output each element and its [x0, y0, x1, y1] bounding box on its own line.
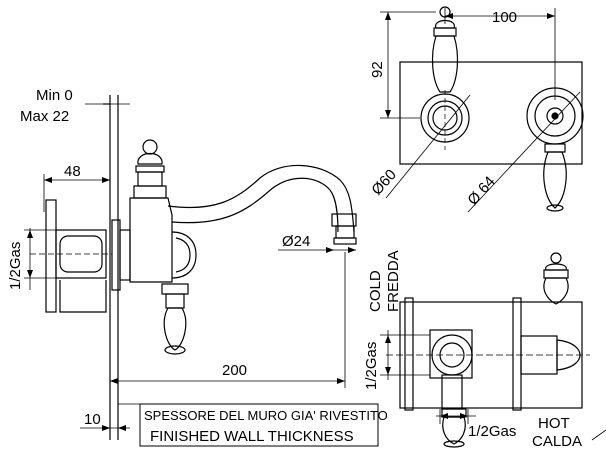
spout	[167, 164, 355, 233]
hot-inlet-label: 1/2Gas	[468, 423, 516, 440]
rosette-left-label: Ø60	[368, 166, 400, 198]
hot-pipe	[512, 297, 522, 411]
hot-label: HOT	[538, 415, 570, 432]
wall-max-label: Max 22	[20, 108, 69, 125]
body-flange	[111, 219, 121, 291]
cold-label: COLD	[367, 270, 384, 312]
top-spacing-label: 100	[492, 9, 517, 26]
rosette-right-label: Ø 64	[464, 173, 498, 209]
wall-min-label: Min 0	[36, 87, 73, 104]
side-view	[24, 95, 379, 447]
top-view	[380, 252, 606, 448]
bottom-handle	[161, 283, 189, 355]
wall-note-it: SPESSORE DEL MURO GIA' RIVESTITO	[144, 408, 388, 423]
top-height-label: 92	[369, 61, 386, 78]
front-view	[380, 6, 584, 213]
wall-note-en: FINISHED WALL THICKNESS	[150, 428, 354, 445]
top-handle	[133, 139, 167, 199]
top-view-top-handle	[543, 252, 569, 305]
cold-inlet-label: 1/2Gas	[363, 342, 380, 390]
inlet-side-label: 1/2Gas	[7, 242, 24, 290]
cold-pipe	[404, 297, 414, 411]
front-plate	[399, 61, 583, 165]
wall-offset-label: 10	[84, 411, 101, 428]
wall-plate	[45, 199, 57, 313]
plate-depth-label: 48	[64, 163, 81, 180]
front-handle-right	[543, 143, 567, 212]
aerator	[333, 237, 357, 245]
top-view-bottom-handle	[441, 408, 467, 448]
fredda-label: FREDDA	[385, 250, 402, 312]
valve-body	[129, 197, 173, 283]
outlet-diameter-label: Ø24	[282, 233, 310, 250]
reach-label: 200	[222, 362, 247, 379]
calda-label: CALDA	[532, 433, 582, 450]
wall-note-box	[139, 403, 379, 447]
